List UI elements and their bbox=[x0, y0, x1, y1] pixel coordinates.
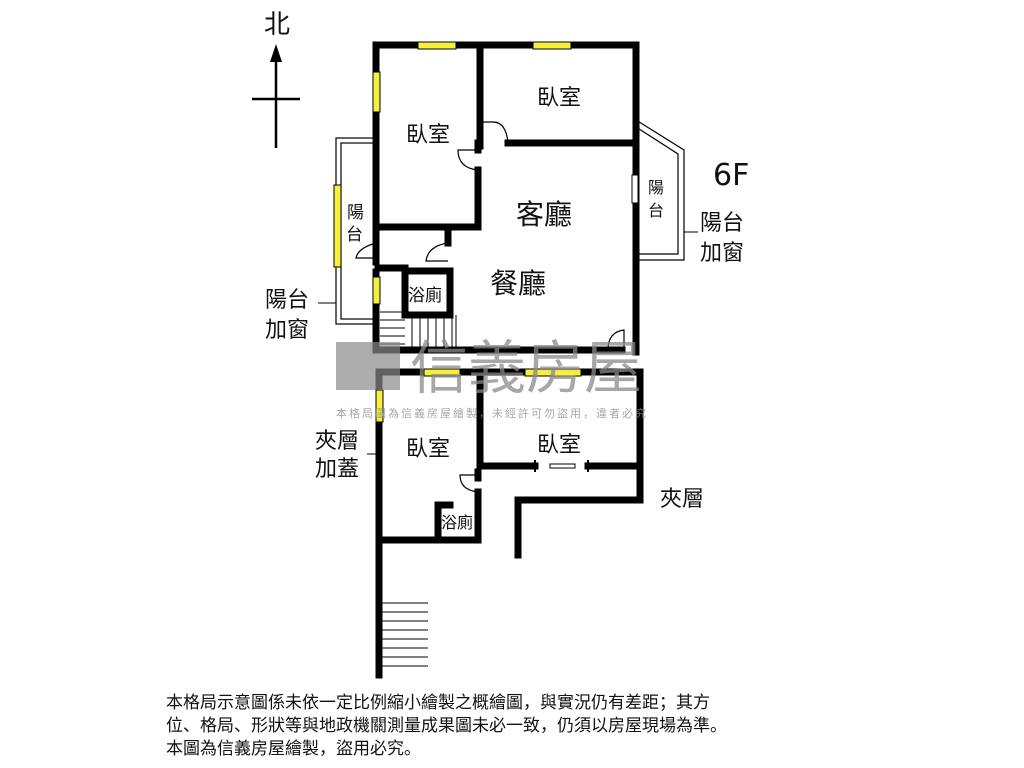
annotation-mezzanine-cover: 夾層 bbox=[315, 429, 359, 454]
watermark: 信義房屋 本格局圖為信義房屋繪製，未經許可勿盜用，違者必究 bbox=[336, 334, 648, 420]
windows bbox=[333, 41, 582, 423]
room-label-balcony: 台 bbox=[648, 201, 664, 220]
annotation-mezzanine: 夾層 bbox=[660, 487, 704, 512]
doors-lower bbox=[459, 460, 589, 493]
room-label-balcony: 陽 bbox=[648, 178, 664, 197]
room-label-bedroom: 臥室 bbox=[537, 433, 581, 458]
north-arrow-icon bbox=[252, 44, 300, 148]
annotation-balcony-window-left: 加窗 bbox=[265, 318, 309, 343]
stairs-lower bbox=[382, 602, 428, 667]
floor-label: 6F bbox=[713, 158, 749, 193]
annotation-balcony-window-right: 陽台 bbox=[700, 211, 744, 236]
doors-upper bbox=[355, 121, 639, 351]
watermark-brand: 信義房屋 bbox=[410, 334, 642, 402]
room-label-bathroom: 浴廁 bbox=[441, 513, 473, 532]
room-label-bedroom: 臥室 bbox=[537, 86, 581, 111]
disclaimer-line: 本圖為信義房屋繪製，盜用必究。 bbox=[166, 739, 421, 759]
room-label-bedroom: 臥室 bbox=[406, 437, 450, 462]
disclaimer: 本格局示意圖係未依一定比例縮小繪製之概繪圖，與實況仍有差距；其方 位、格局、形狀… bbox=[166, 692, 727, 761]
room-label-bathroom: 浴廁 bbox=[408, 285, 442, 306]
annotation-balcony-window-left: 陽台 bbox=[265, 288, 309, 313]
room-label-balcony: 陽 bbox=[347, 203, 364, 223]
disclaimer-line: 位、格局、形狀等與地政機關測量成果圖未必一致，仍須以房屋現場為準。 bbox=[166, 716, 727, 736]
upper-unit-walls bbox=[372, 41, 640, 356]
room-label-living-room: 客廳 bbox=[516, 198, 572, 231]
balcony-right bbox=[635, 119, 685, 261]
annotation-mezzanine-cover: 加蓋 bbox=[315, 457, 359, 482]
north-label: 北 bbox=[264, 10, 290, 40]
room-label-bedroom: 臥室 bbox=[406, 123, 450, 148]
disclaimer-line: 本格局示意圖係未依一定比例縮小繪製之概繪圖，與實況仍有差距；其方 bbox=[166, 693, 710, 713]
annotation-balcony-window-right: 加窗 bbox=[700, 241, 744, 266]
room-label-balcony: 台 bbox=[346, 225, 363, 245]
room-label-dining-room: 餐廳 bbox=[490, 267, 546, 300]
watermark-notice: 本格局圖為信義房屋繪製，未經許可勿盜用，違者必究 bbox=[336, 406, 648, 420]
